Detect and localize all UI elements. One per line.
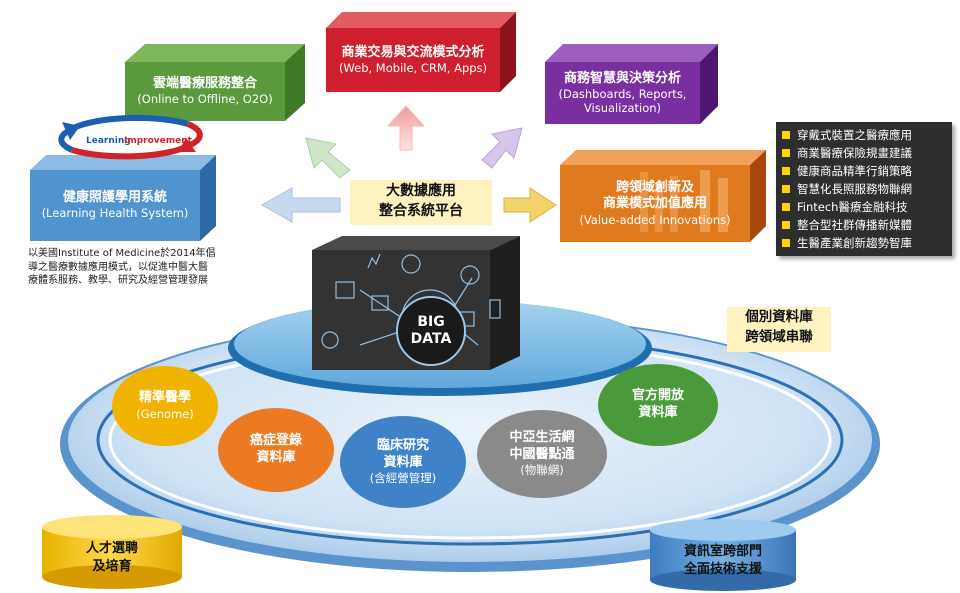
arrow-left-icon (260, 187, 341, 223)
bullet-icon (782, 149, 790, 157)
feature-item: Fintech醫療金融科技 (782, 198, 946, 216)
learning-cycle-icon (58, 114, 203, 160)
talent-cylinder-label: 人才選聘 及培育 (42, 540, 182, 575)
db-title-2: 資料庫 (256, 450, 296, 465)
lhs-note-line: 以美國Institute of Medicine於2014年倡 (28, 248, 216, 259)
arrow-upleft-icon (305, 137, 351, 179)
commerce-analysis-subtitle: (Web, Mobile, CRM, Apps) (338, 60, 488, 75)
db-title: 臨床研究 (376, 437, 429, 453)
feature-item-label: 智慧化長照服務物聯網 (797, 182, 912, 196)
database-link-line2: 跨領域串聯 (745, 328, 813, 345)
learning-health-system-subtitle: (Learning Health System) (41, 206, 189, 221)
feature-item: 整合型社群傳播新媒體 (782, 216, 946, 234)
value-added-title: 跨領域創新及 (615, 180, 694, 196)
cloud-services-title: 雲端醫療服務整合 (152, 76, 257, 92)
db-title: 精準醫學 (138, 390, 191, 406)
lhs-note-line: 導之醫療數據應用模式，以促進中醫大醫 (28, 261, 208, 273)
it-line1: 資訊室跨部門 (683, 544, 762, 559)
feature-item-label: 健康商品精準行銷策略 (797, 164, 912, 178)
cylinder-it-support (650, 519, 796, 591)
learning-label: Learning (86, 136, 131, 146)
it-line2: 全面技術支援 (683, 561, 762, 577)
big-data-line1: BIG (417, 314, 445, 331)
cube-learning-health-system (30, 155, 216, 241)
cylinder-talent (42, 515, 182, 589)
cube-business-intelligence (545, 44, 718, 124)
database-link-label: 個別資料庫 跨領域串聯 (727, 307, 831, 352)
feature-item-label: 穿戴式裝置之醫療應用 (797, 128, 912, 142)
cube-cloud-services (125, 44, 305, 121)
db-title-2: 資料庫 (638, 405, 678, 420)
big-data-badge: BIG DATA (396, 296, 466, 366)
commerce-analysis-box: 商業交易與交流模式分析 (Web, Mobile, CRM, Apps) (326, 28, 500, 92)
arrow-up-icon (386, 105, 426, 151)
center-platform-line1: 大數據應用 (386, 183, 456, 199)
talent-line2: 及培育 (92, 558, 132, 574)
db-clinical-research: 臨床研究 資料庫 (含經營管理) (340, 416, 466, 508)
db-title: 癌症登錄 (249, 433, 302, 449)
center-platform-label: 大數據應用 整合系統平台 (350, 180, 492, 225)
feature-item: 智慧化長照服務物聯網 (782, 180, 946, 198)
database-link-line1: 個別資料庫 (745, 309, 813, 325)
db-cancer-registry: 癌症登錄 資料庫 (218, 408, 334, 492)
feature-item-label: Fintech醫療金融科技 (797, 200, 908, 214)
db-subtitle: (物聯網) (520, 463, 564, 478)
it-support-cylinder-label: 資訊室跨部門 全面技術支援 (650, 543, 796, 578)
db-subtitle: (Genome) (136, 406, 194, 421)
cube-commerce-analysis (326, 12, 516, 92)
value-added-title-2: 商業模式加值應用 (602, 196, 707, 212)
db-subtitle: (含經營管理) (369, 471, 437, 486)
bullet-icon (782, 167, 790, 175)
feature-list: 穿戴式裝置之醫療應用 商業醫療保險規畫建議 健康商品精準行銷策略 智慧化長照服務… (776, 122, 952, 256)
db-precision-medicine: 精準醫學 (Genome) (112, 366, 218, 446)
feature-item-label: 整合型社群傳播新媒體 (797, 218, 912, 232)
feature-item: 健康商品精準行銷策略 (782, 162, 946, 180)
commerce-analysis-title: 商業交易與交流模式分析 (341, 44, 485, 60)
db-title-2: 中國醫點通 (509, 446, 575, 462)
talent-line1: 人才選聘 (85, 541, 138, 556)
bullet-icon (782, 185, 790, 193)
business-intelligence-title: 商務智慧與決策分析 (563, 70, 681, 86)
db-title: 官方開放 (631, 388, 684, 404)
lhs-note-line: 療體系服務、教學、研究及經營管理發展 (28, 275, 208, 286)
bullet-icon (782, 131, 790, 139)
feature-item: 生醫產業創新趨勢智庫 (782, 234, 946, 252)
value-added-box: 跨領域創新及 商業模式加值應用 (Value-added Innovations… (560, 165, 750, 242)
feature-item: 商業醫療保險規畫建議 (782, 144, 946, 162)
arrow-right-icon (503, 187, 557, 223)
business-intelligence-box: 商務智慧與決策分析 (Dashboards, Reports, Visualiz… (545, 62, 700, 124)
feature-item: 穿戴式裝置之醫療應用 (782, 126, 946, 144)
big-data-line2: DATA (410, 331, 452, 347)
value-added-subtitle: (Value-added Innovations) (579, 212, 731, 227)
bullet-icon (782, 239, 790, 247)
learning-health-system-box: 健康照護學用系統 (Learning Health System) (30, 170, 200, 241)
cloud-services-subtitle: (Online to Offline, O2O) (137, 92, 273, 107)
business-intelligence-subtitle: (Dashboards, Reports, Visualization) (558, 86, 687, 116)
improvement-label: Improvement (124, 136, 192, 146)
cloud-services-box: 雲端醫療服務整合 (Online to Offline, O2O) (125, 62, 285, 121)
db-open-government: 官方開放 資料庫 (598, 364, 718, 446)
feature-item-label: 商業醫療保險規畫建議 (797, 146, 912, 160)
db-title-2: 資料庫 (383, 454, 423, 470)
center-platform-line2: 整合系統平台 (379, 203, 463, 220)
lhs-note: 以美國Institute of Medicine於2014年倡 導之醫療數據應用… (28, 247, 238, 288)
bullet-icon (782, 203, 790, 211)
learning-health-system-title: 健康照護學用系統 (62, 190, 167, 206)
arrow-upright-icon (481, 127, 523, 169)
cube-value-added (560, 150, 766, 242)
bullet-icon (782, 221, 790, 229)
db-iot-network: 中亞生活網 中國醫點通 (物聯網) (477, 410, 607, 498)
feature-item-label: 生醫產業創新趨勢智庫 (797, 236, 912, 250)
db-title: 中亞生活網 (509, 429, 575, 445)
